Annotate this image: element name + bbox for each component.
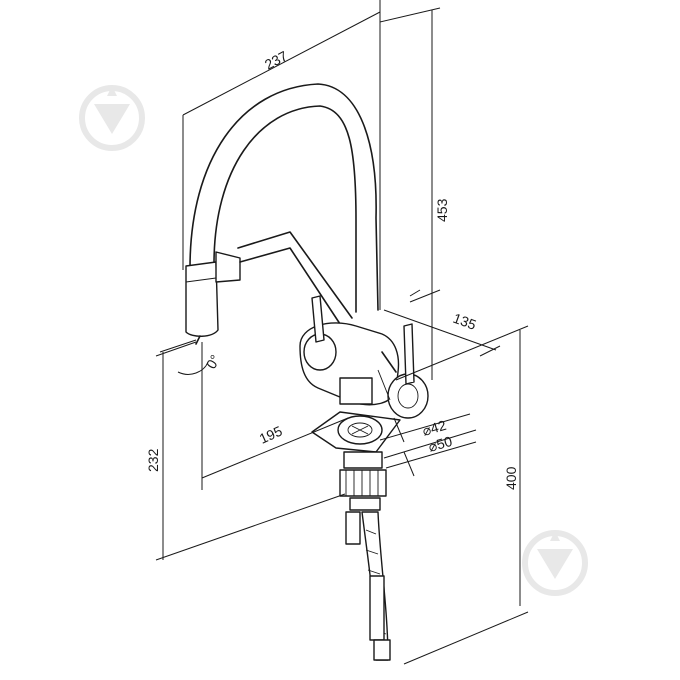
faucet-right-lever	[403, 323, 415, 385]
faucet-mounting-stud	[339, 451, 387, 511]
dimension-hole-diameter-2-label: ⌀50	[426, 433, 454, 455]
dimension-hole-diameters: ⌀42 ⌀50	[379, 413, 477, 477]
dimension-spout-height: 232	[145, 341, 346, 561]
dimension-swivel-angle: 0°	[159, 339, 224, 375]
faucet-pullout-head	[185, 251, 241, 345]
dimension-spout-height-label: 232	[145, 448, 161, 472]
faucet-left-lever	[311, 295, 325, 343]
dimension-reach-label: 237	[262, 47, 290, 72]
dimension-hose-length-label: 400	[503, 466, 519, 490]
dimension-total-height: 453	[379, 7, 450, 380]
dimension-base-offset-label: 195	[257, 423, 285, 447]
dimension-swivel-angle-label: 0°	[203, 352, 224, 372]
faucet-supply-hoses	[345, 511, 391, 661]
faucet-inner-pipe	[237, 231, 353, 331]
dimension-spout-offset-label: 135	[451, 310, 479, 333]
faucet-mount-plate	[311, 411, 401, 453]
dimension-spout-offset: 135	[383, 289, 501, 357]
watermark-logo-top-left	[79, 85, 145, 151]
watermark-logo-bottom-right	[522, 530, 588, 596]
dimension-hose-length: 400	[395, 325, 529, 665]
faucet-spout-arc	[189, 83, 379, 313]
faucet-body	[299, 322, 429, 419]
dimension-total-height-label: 453	[434, 198, 450, 222]
dimension-hole-diameter-1-label: ⌀42	[420, 417, 448, 439]
